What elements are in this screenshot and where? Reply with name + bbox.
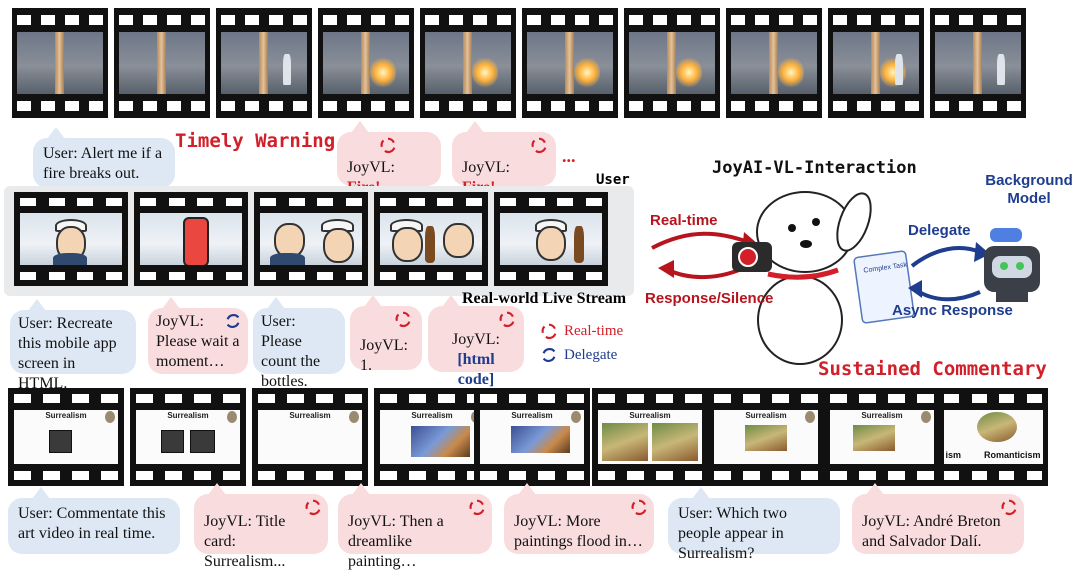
cctv-frame xyxy=(114,8,210,118)
slide-frame: Surrealism xyxy=(824,388,940,486)
stream-frame xyxy=(374,192,488,286)
cctv-frame xyxy=(726,8,822,118)
user-bubble-html: User: Recreate this mobile app screen in… xyxy=(10,299,136,392)
romanticism-label: Romanticism xyxy=(984,450,1041,461)
joyvl-bubble-paintings: JoyVL: More paintings flood in… xyxy=(504,483,654,554)
user-label: User xyxy=(596,172,630,188)
response-label: Response/Silence xyxy=(645,290,774,307)
slide-frame: Surrealism xyxy=(374,388,490,486)
slide-frame: Surrealism xyxy=(474,388,590,486)
diagram-graphic: Complex Task xyxy=(651,191,1040,365)
realtime-icon xyxy=(499,311,515,328)
slide-frame: Surrealism xyxy=(708,388,824,486)
realtime-icon xyxy=(380,137,396,154)
stream-frame xyxy=(254,192,368,286)
slide-frame: Surrealism xyxy=(592,388,708,486)
user-bubble-bottles: User: Please count the bottles. xyxy=(253,297,345,390)
stream-label: Real-world Live Stream xyxy=(462,290,627,307)
cctv-frame xyxy=(624,8,720,118)
cctv-frame xyxy=(216,8,312,118)
legend-delegate: Delegate xyxy=(564,346,618,363)
cctv-frame xyxy=(12,8,108,118)
cctv-frame xyxy=(930,8,1026,118)
user-bubble-commentate: User: Commentate this art video in real … xyxy=(8,487,180,554)
joyvl-bubble-title: JoyVL: Title card: Surrealism... xyxy=(194,483,328,570)
joyvl-bubble-fire-1: JoyVL: Fire! xyxy=(337,121,441,196)
timely-warning-title: Timely Warning xyxy=(175,130,336,152)
realtime-icon xyxy=(531,137,547,154)
legend: Real-time Delegate xyxy=(540,320,640,366)
joyvl-bubble-html: JoyVL: [html code] xyxy=(428,295,524,388)
stream-frame xyxy=(134,192,248,286)
async-label: Async Response xyxy=(892,302,1013,319)
realtime-icon xyxy=(631,499,647,516)
realtime-icon xyxy=(541,323,557,340)
joyvl-bubble-wait: JoyVL: Please wait a moment… xyxy=(148,297,248,374)
realtime-icon xyxy=(395,311,411,328)
realtime-icon xyxy=(1001,499,1017,516)
cctv-frame xyxy=(420,8,516,118)
slide-frame: Surrealism xyxy=(8,388,124,486)
diagram-title: JoyAI-VL-Interaction xyxy=(712,158,917,178)
joyvl-bubble-answer: JoyVL: André Breton and Salvador Dalí. xyxy=(852,483,1024,554)
cctv-frame xyxy=(318,8,414,118)
slide-frame: Surrealism xyxy=(252,388,368,486)
cctv-filmstrip xyxy=(12,8,1080,118)
legend-realtime: Real-time xyxy=(564,322,624,339)
realtime-icon xyxy=(469,499,485,516)
joyvl-bubble-dreamlike: JoyVL: Then a dreamlike painting… xyxy=(338,483,492,570)
cctv-frame xyxy=(828,8,924,118)
ism-label: ism xyxy=(945,450,961,461)
stream-frame xyxy=(494,192,608,286)
cctv-frame xyxy=(522,8,618,118)
sustained-commentary-title: Sustained Commentary xyxy=(818,358,1047,380)
user-bubble-which: User: Which two people appear in Surreal… xyxy=(668,487,840,562)
background-model-label: Background Model xyxy=(985,172,1073,207)
user-bubble-fire: User: Alert me if a fire breaks out. xyxy=(33,127,175,188)
ellipsis: ... xyxy=(562,146,576,166)
joyvl-bubble-count: JoyVL: 1. xyxy=(350,295,422,374)
realtime-icon xyxy=(305,499,321,516)
delegate-icon xyxy=(542,348,556,362)
delegate-label: Delegate xyxy=(908,222,971,239)
delegate-icon xyxy=(226,314,240,328)
stream-frame xyxy=(14,192,128,286)
slide-frame: Surrealism xyxy=(130,388,246,486)
realtime-label: Real-time xyxy=(650,212,718,229)
slide-frame-romanticism: ism Romanticism xyxy=(938,388,1048,486)
joyvl-bubble-fire-2: JoyVL: Fire! xyxy=(452,121,556,196)
